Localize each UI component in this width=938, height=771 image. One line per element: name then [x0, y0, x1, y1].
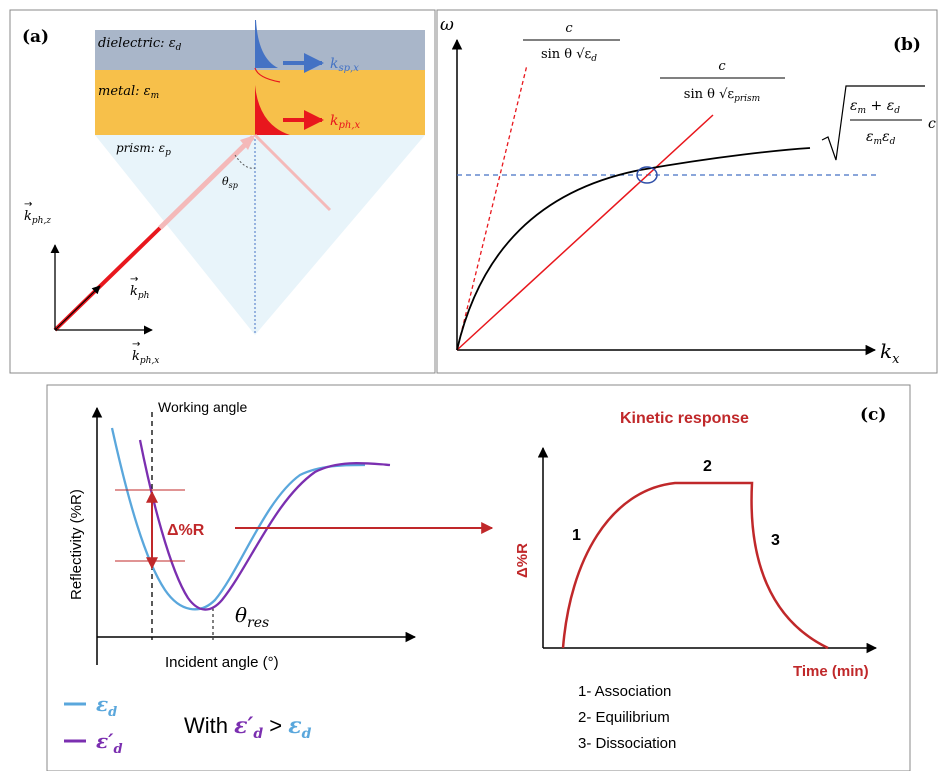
equation-light-prism: c sin θ √εprism — [660, 59, 785, 104]
evanescent-blue — [255, 20, 278, 68]
eq1-denominator: sin θ √εd — [541, 47, 597, 64]
k-ph-z-label: kph,z — [24, 209, 51, 226]
eq3-tail: c — [928, 116, 936, 132]
working-angle-label: Working angle — [158, 399, 247, 415]
k-ph-z-vec-mark: → — [24, 199, 32, 210]
dielectric-label: dielectric: εd — [98, 36, 182, 53]
k-ph-vector — [54, 285, 101, 331]
evanescent-red — [255, 85, 290, 135]
eq3-denominator: εmεd — [866, 129, 896, 147]
theta-sp-label: θsp — [222, 175, 238, 190]
eq3-sqrt-sign — [821, 85, 925, 161]
delta-r-label: Δ%R — [167, 522, 205, 539]
comparison-statement: With ε′d > εd — [184, 713, 312, 742]
eq1-numerator: c — [565, 21, 573, 36]
eq2-numerator: c — [718, 59, 726, 74]
phase-1-label: 1 — [572, 527, 581, 544]
incident-angle-axis-label: Incident angle (°) — [165, 654, 279, 671]
k-sp-x-label: ksp,x — [330, 56, 359, 74]
panel-c-border — [46, 384, 911, 771]
incident-arrowhead — [240, 135, 255, 150]
omega-axis-label: ω — [440, 15, 454, 35]
eq3-numerator: εm + εd — [850, 98, 900, 116]
panel-a: (a) dielectric: εd metal: εm prism: εp k… — [9, 9, 436, 374]
k-ph-x-arrow-label: kph,x — [330, 113, 361, 131]
legend-label-epsilon-d-prime: ε′d — [96, 729, 123, 757]
equation-sp-dispersion: εm + εd εmεd c — [821, 85, 936, 161]
kinetic-title: Kinetic response — [620, 410, 749, 427]
phase-3-label: 3 — [771, 532, 780, 549]
k-ph-vec-mark: → — [130, 274, 138, 285]
panel-b-label: (b) — [893, 35, 921, 55]
prism-label: prism: εp — [116, 141, 171, 158]
panel-c-label: (c) — [860, 405, 886, 425]
evanescent-link — [254, 67, 281, 83]
k-ph-label: kph — [130, 284, 149, 301]
panel-a-label: (a) — [22, 27, 49, 47]
panel-b-border — [436, 9, 938, 374]
eq2-denominator: sin θ √εprism — [684, 87, 760, 104]
panel-c: (c) Working angle Reflectivity (%R) Inci… — [46, 384, 911, 771]
kinetic-x-label: Time (min) — [793, 663, 869, 680]
light-line-prism — [456, 114, 714, 351]
step-2-text: 2- Equilibrium — [578, 709, 670, 726]
panel-a-border — [9, 9, 436, 374]
light-line-dielectric — [456, 64, 528, 351]
sp-dispersion-curve — [456, 147, 811, 351]
metal-label: metal: εm — [98, 84, 159, 101]
k-ph-x-label: kph,x — [132, 349, 159, 366]
kx-axis-label: kx — [880, 339, 900, 367]
step-1-text: 1- Association — [578, 683, 671, 700]
kinetic-response-curve — [561, 481, 829, 650]
reflectivity-curve-epsilon-d-prime — [138, 439, 391, 611]
step-3-text: 3- Dissociation — [578, 735, 676, 752]
panel-b: (b) ω kx c sin θ √εd c sin θ √εprism εm … — [436, 9, 938, 374]
incident-beam-light — [158, 135, 255, 230]
reflectivity-axis-label: Reflectivity (%R) — [68, 489, 85, 600]
kinetic-y-label: Δ%R — [514, 543, 531, 578]
theta-res-label: θres — [235, 603, 269, 631]
coupling-point-marker — [636, 166, 658, 184]
legend-label-epsilon-d: εd — [96, 692, 117, 720]
k-ph-x-vec-mark: → — [132, 339, 140, 350]
reflectivity-curve-epsilon-d — [110, 427, 366, 611]
reflected-beam — [253, 133, 332, 212]
phase-2-label: 2 — [703, 458, 712, 475]
equation-light-dielectric: c sin θ √εd — [523, 21, 620, 64]
prism-triangle — [95, 135, 425, 335]
